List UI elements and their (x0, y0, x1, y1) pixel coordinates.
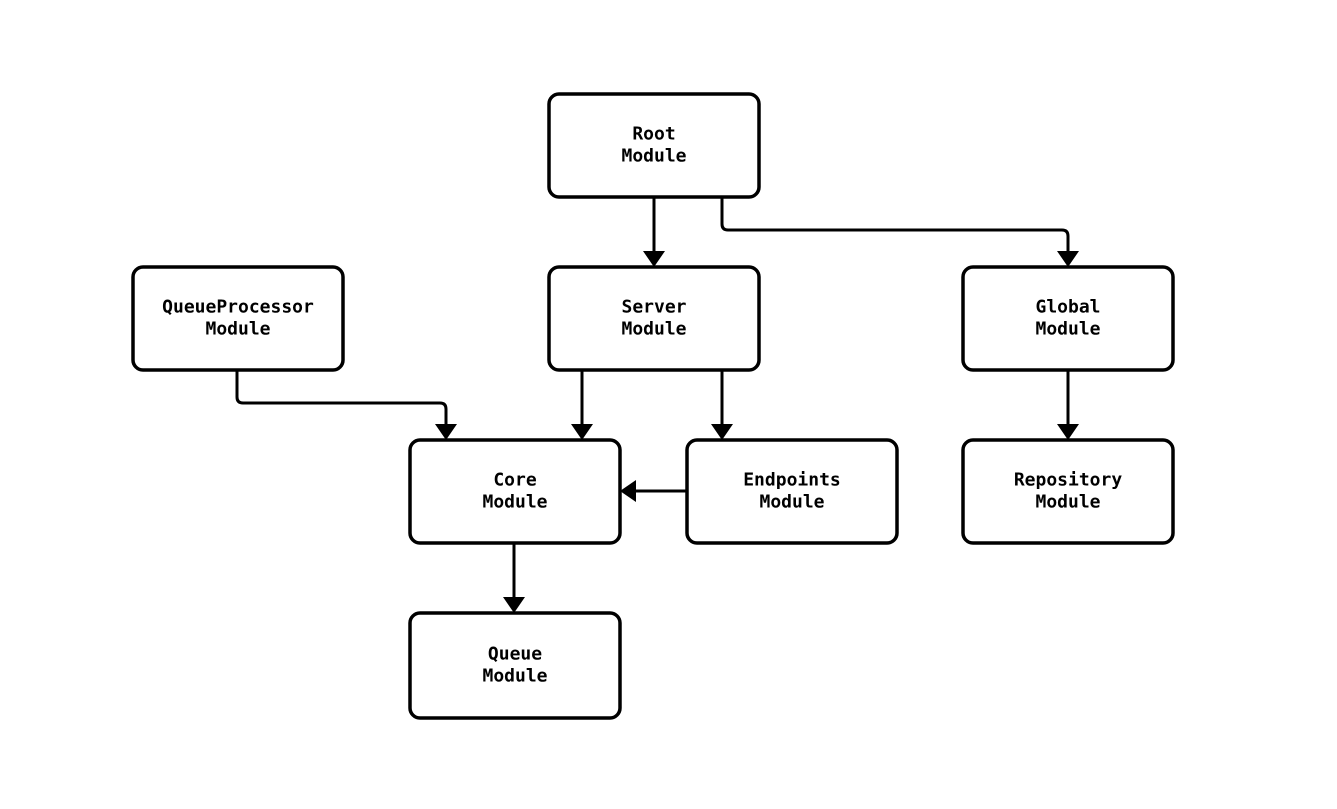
node-layer: RootModuleQueueProcessorModuleServerModu… (131, 92, 1175, 720)
edge-root-to-server-arrowhead-icon (643, 251, 665, 267)
edge-server-to-endpoints (711, 370, 733, 440)
queueprocessor-module-node-rect[interactable] (131, 265, 345, 372)
queue-module-node-label-line2: Module (482, 666, 547, 687)
queueprocessor-module-node-label-line2: Module (205, 319, 270, 340)
edge-queueprocessor-to-core (235, 370, 457, 440)
edge-core-to-queue-arrowhead-icon (503, 597, 525, 613)
server-module-node-rect[interactable] (547, 265, 761, 372)
edge-queueprocessor-to-core-arrowhead-icon (435, 424, 457, 440)
edge-root-to-global (720, 197, 1079, 267)
repository-module-node-rect[interactable] (961, 438, 1175, 545)
edge-server-to-core (571, 370, 593, 440)
endpoints-module-node-label-line1: Endpoints (743, 470, 841, 491)
edge-core-to-queue (503, 543, 525, 613)
global-module-node-rect[interactable] (961, 265, 1175, 372)
global-module-node-label-line2: Module (1035, 319, 1100, 340)
root-module-node-label-line1: Root (632, 124, 675, 145)
root-module-node-rect[interactable] (547, 92, 761, 199)
edge-server-to-endpoints-arrowhead-icon (711, 424, 733, 440)
core-module-node-rect[interactable] (408, 438, 622, 545)
queueprocessor-module-node-label-line1: QueueProcessor (162, 297, 314, 318)
edge-root-to-server (643, 197, 665, 267)
repository-module-node-label-line2: Module (1035, 492, 1100, 513)
edge-root-to-global-arrowhead-icon (1057, 251, 1079, 267)
edge-server-to-core-arrowhead-icon (571, 424, 593, 440)
server-module-node-label-line2: Module (621, 319, 686, 340)
core-module-node-label-line1: Core (493, 470, 537, 491)
edge-global-to-repository-arrowhead-icon (1057, 424, 1079, 440)
queue-module-node-label-line1: Queue (488, 644, 542, 665)
edge-queueprocessor-to-core-line (235, 370, 448, 424)
edge-root-to-global-line (720, 197, 1070, 251)
server-module-node-label-line1: Server (621, 297, 686, 318)
repository-module-node-label-line1: Repository (1014, 470, 1123, 491)
edge-global-to-repository (1057, 370, 1079, 440)
endpoints-module-node-label-line2: Module (759, 492, 824, 513)
endpoints-module-node-rect[interactable] (685, 438, 899, 545)
root-module-node-label-line2: Module (621, 146, 686, 167)
global-module-node-label-line1: Global (1035, 297, 1100, 318)
core-module-node-label-line2: Module (482, 492, 547, 513)
edge-endpoints-to-core (620, 480, 687, 502)
edge-layer (235, 197, 1079, 613)
queue-module-node-rect[interactable] (408, 611, 622, 720)
edge-endpoints-to-core-arrowhead-icon (620, 480, 636, 502)
